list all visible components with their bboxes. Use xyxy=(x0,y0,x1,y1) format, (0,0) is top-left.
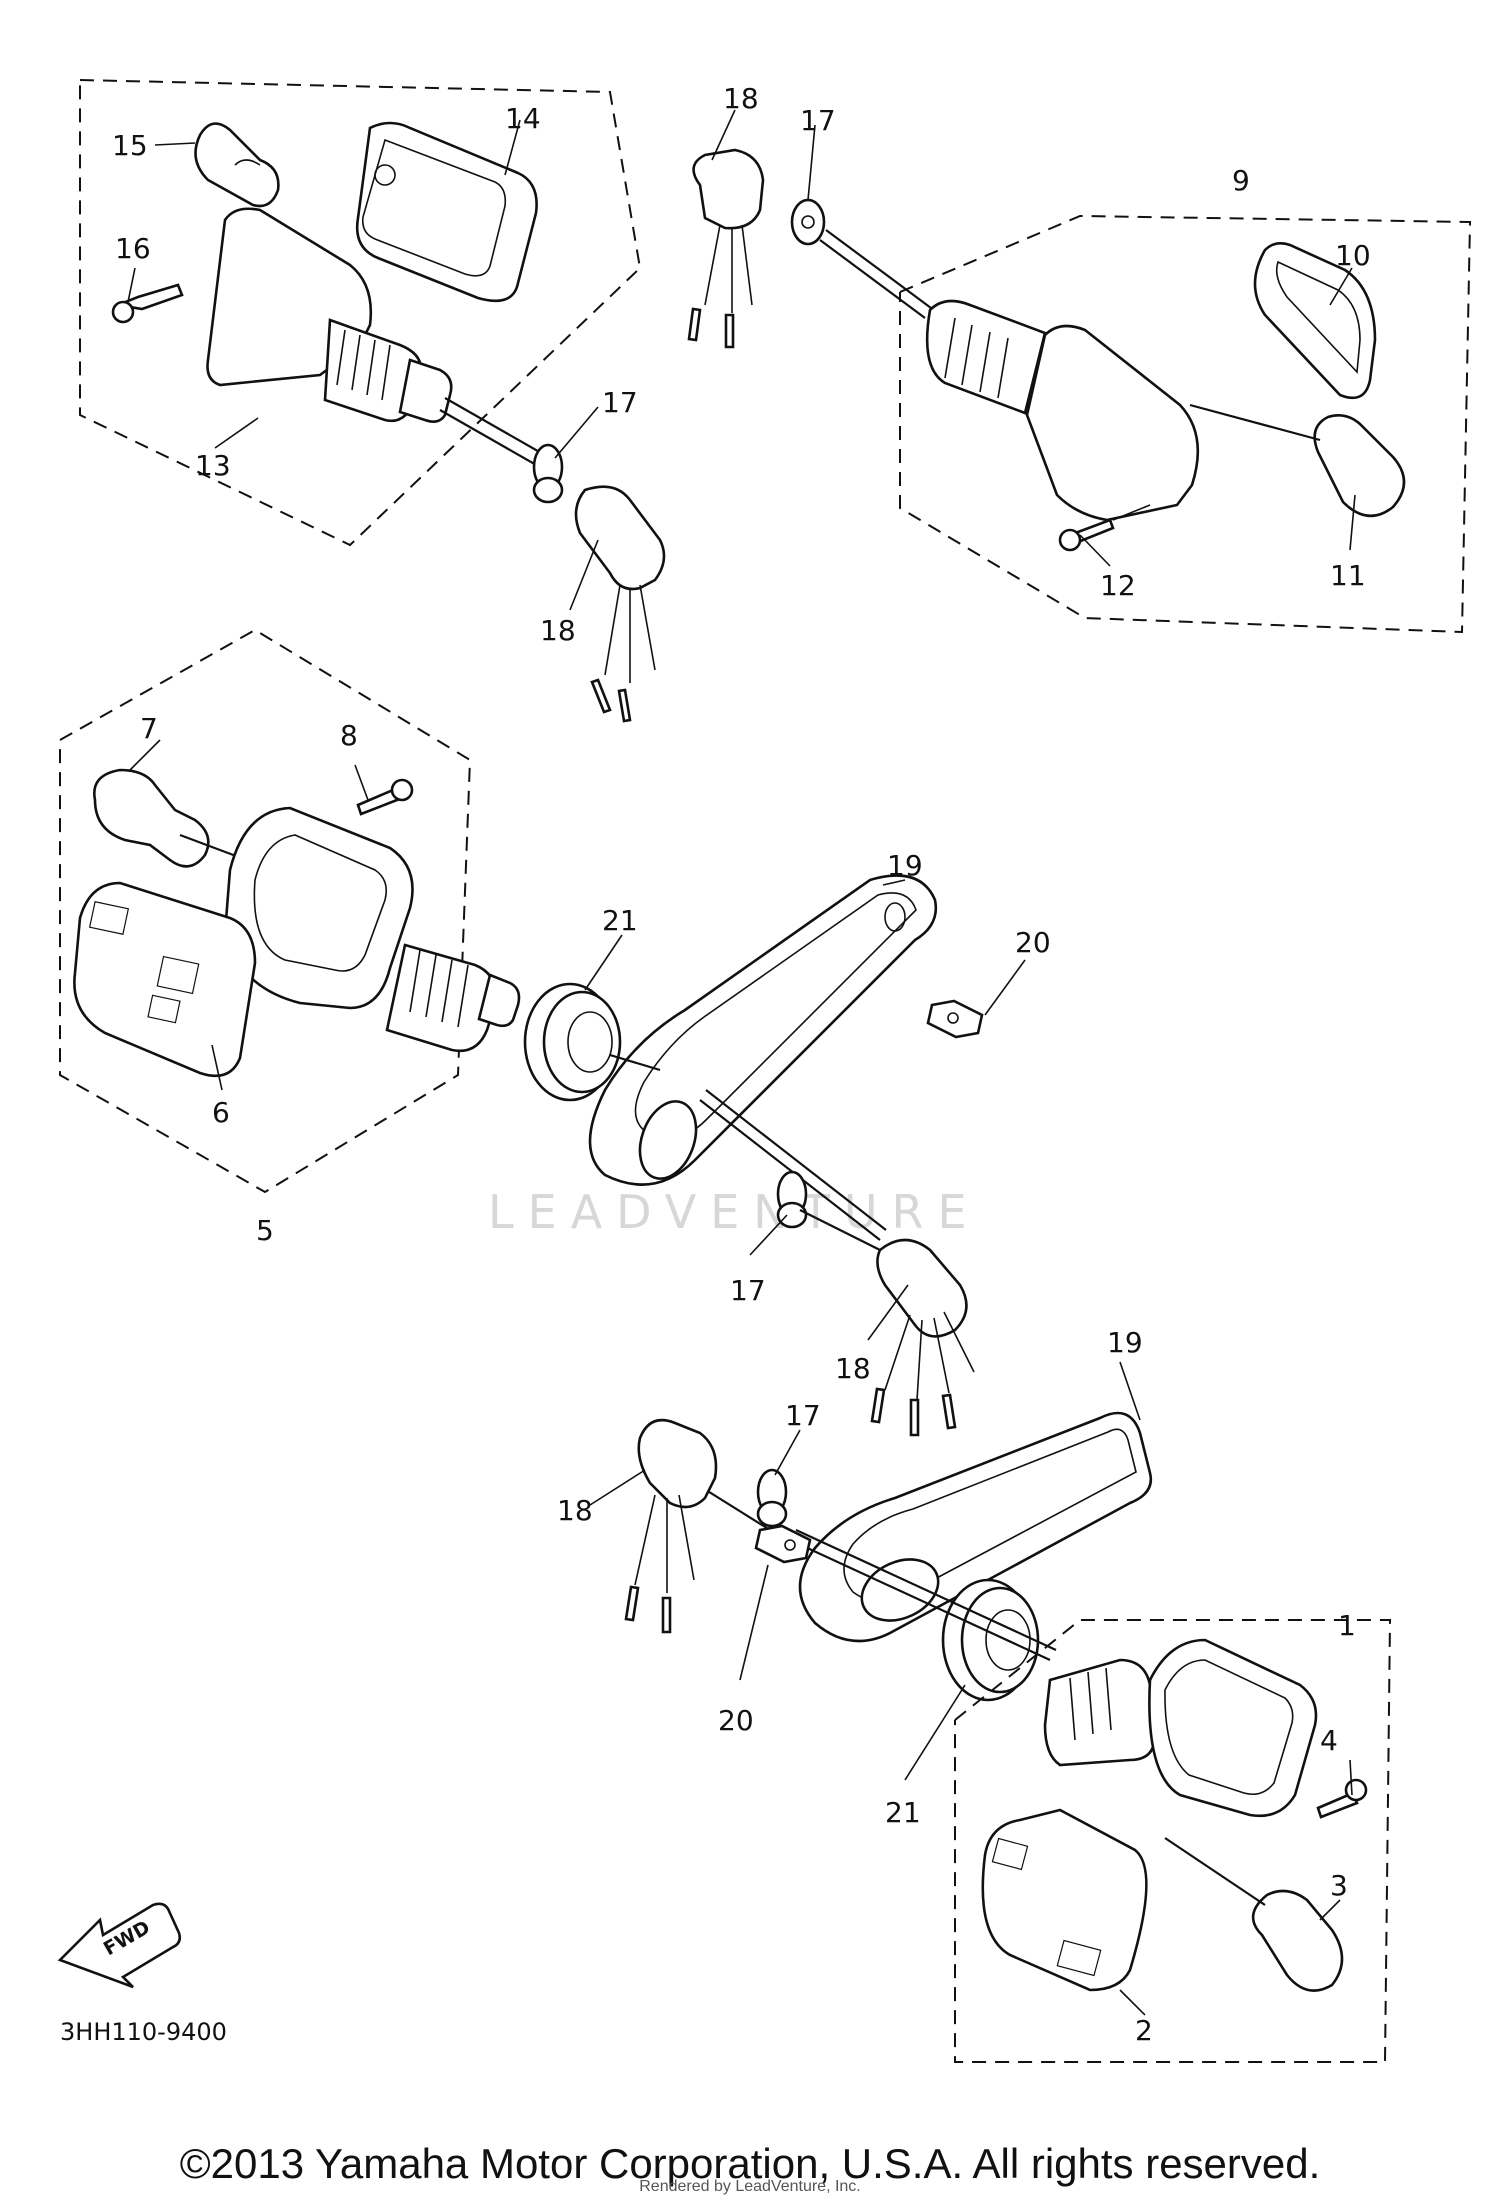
callout-18b: 18 xyxy=(723,82,759,115)
callout-18c: 18 xyxy=(835,1352,871,1385)
grommet-17-upper-left xyxy=(532,443,564,504)
screw-16 xyxy=(111,283,184,324)
callout-10: 10 xyxy=(1335,239,1371,272)
lens-10 xyxy=(1253,242,1377,400)
bulb-15 xyxy=(194,122,280,208)
callout-21a: 21 xyxy=(602,904,638,937)
grommet-17-upper-right xyxy=(790,198,826,246)
callout-20b: 20 xyxy=(718,1704,754,1737)
callout-7: 7 xyxy=(140,712,158,745)
lens-2 xyxy=(981,1808,1148,1992)
lens-6 xyxy=(73,881,257,1078)
lens-14 xyxy=(355,121,538,303)
screw-8 xyxy=(356,778,414,816)
callout-5: 5 xyxy=(256,1214,274,1247)
socket-18-middle xyxy=(870,1238,975,1437)
callout-11: 11 xyxy=(1330,559,1366,592)
socket-18-lower xyxy=(624,1418,718,1634)
callout-3: 3 xyxy=(1330,1869,1348,1902)
grommet-17-middle xyxy=(776,1170,808,1229)
grommet-21-lower xyxy=(941,1578,1040,1702)
callout-4: 4 xyxy=(1320,1724,1338,1757)
assembly-13 xyxy=(79,79,666,723)
assembly-1 xyxy=(954,1619,1392,2063)
callout-labels: 15 14 16 13 17 18 18 17 9 10 11 12 7 8 6… xyxy=(112,82,1371,2047)
socket-18-upper-left xyxy=(574,485,666,723)
housing-13 xyxy=(206,207,551,471)
callout-19b: 19 xyxy=(1107,1326,1143,1359)
screw-4 xyxy=(1316,1778,1368,1819)
socket-18-upper-right xyxy=(687,148,765,349)
callout-14: 14 xyxy=(505,102,541,135)
callout-19a: 19 xyxy=(887,849,923,882)
callout-17b: 17 xyxy=(800,104,836,137)
callout-1: 1 xyxy=(1338,1609,1356,1642)
callout-17d: 17 xyxy=(785,1399,821,1432)
callout-17a: 17 xyxy=(602,386,638,419)
callout-20a: 20 xyxy=(1015,926,1051,959)
fwd-arrow-icon: FWD xyxy=(57,1902,182,1989)
callout-17c: 17 xyxy=(730,1274,766,1307)
assembly-5 xyxy=(59,628,521,1194)
callout-9: 9 xyxy=(1232,164,1250,197)
nut-20-middle xyxy=(926,999,984,1039)
callout-18a: 18 xyxy=(540,614,576,647)
callout-13: 13 xyxy=(195,449,231,482)
nut-20-lower xyxy=(754,1524,812,1564)
grommet-17-lower xyxy=(756,1468,788,1528)
assembly-9 xyxy=(687,148,1472,634)
housing-5 xyxy=(223,806,521,1053)
callout-16: 16 xyxy=(115,232,151,265)
diagram-code: 3HH110-9400 xyxy=(60,2018,227,2046)
watermark-text: LEADVENTURE xyxy=(488,1185,981,1239)
grommet-21-middle xyxy=(523,982,622,1102)
callout-15: 15 xyxy=(112,129,148,162)
callout-21b: 21 xyxy=(885,1796,921,1829)
callout-2: 2 xyxy=(1135,2014,1153,2047)
housing-9 xyxy=(925,299,1200,522)
callout-12: 12 xyxy=(1100,569,1136,602)
screw-12 xyxy=(1058,504,1151,552)
bulb-11 xyxy=(1189,403,1406,518)
leader-lines xyxy=(127,109,1356,2016)
copyright-notice: ©2013 Yamaha Motor Corporation, U.S.A. A… xyxy=(179,2140,1321,2187)
bracket-19-middle xyxy=(588,874,938,1186)
housing-1 xyxy=(1043,1638,1318,1818)
callout-8: 8 xyxy=(340,719,358,752)
bulb-3 xyxy=(1164,1837,1344,1992)
rendered-by-notice: Rendered by LeadVenture, Inc. xyxy=(639,2178,861,2195)
callout-18d: 18 xyxy=(557,1494,593,1527)
callout-6: 6 xyxy=(212,1096,230,1129)
